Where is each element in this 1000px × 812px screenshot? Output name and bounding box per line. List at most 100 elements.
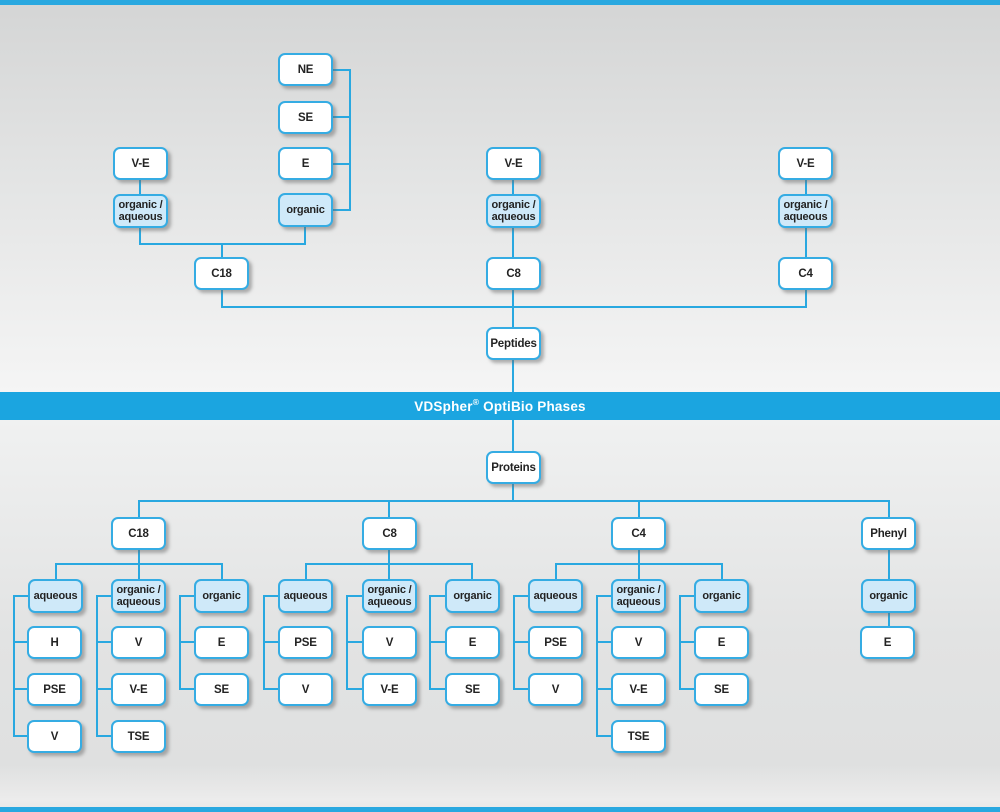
connector-line: [346, 688, 364, 690]
connector-line: [513, 595, 530, 597]
connector-line: [221, 288, 223, 308]
node-pep-c18-organic: organic: [278, 193, 333, 227]
connector-line: [96, 641, 113, 643]
banner-title-rest: OptiBio Phases: [483, 398, 586, 414]
connector-line: [805, 178, 807, 196]
connector-line: [638, 563, 640, 581]
connector-line: [555, 563, 557, 581]
connector-line: [263, 641, 280, 643]
node-pro-c4-orgaq-ve: V-E: [611, 673, 666, 706]
node-pep-c18-orgaq: organic / aqueous: [113, 194, 168, 228]
connector-line: [429, 688, 447, 690]
node-pro-c4-aqueous-v: V: [528, 673, 583, 706]
connector-line: [96, 688, 113, 690]
connector-line: [13, 595, 15, 737]
node-pep-c18-organic-e: E: [278, 147, 333, 180]
connector-line: [13, 595, 30, 597]
connector-line: [138, 563, 140, 581]
node-pro-c18: C18: [111, 517, 166, 550]
connector-line: [221, 243, 223, 258]
connector-line: [332, 116, 351, 118]
connector-line: [888, 612, 890, 626]
connector-line: [179, 641, 196, 643]
connector-line: [138, 548, 140, 565]
background-bottom-gradient: [0, 420, 1000, 812]
connector-line: [138, 500, 890, 502]
connector-line: [679, 641, 696, 643]
node-pep-c18-organic-se: SE: [278, 101, 333, 134]
connector-line: [429, 641, 447, 643]
node-pro-c8-organic-e: E: [445, 626, 500, 659]
node-pro-c4-orgaq: organic / aqueous: [611, 579, 666, 613]
node-pep-c8-orgaq-ve: V-E: [486, 147, 541, 180]
connector-line: [596, 735, 613, 737]
node-pro-c8-aqueous: aqueous: [278, 579, 333, 613]
node-pep-c4: C4: [778, 257, 833, 290]
connector-line: [96, 595, 98, 737]
node-pep-c18: C18: [194, 257, 249, 290]
node-pro-c4-orgaq-tse: TSE: [611, 720, 666, 753]
node-pro-c4-orgaq-v: V: [611, 626, 666, 659]
connector-line: [139, 226, 141, 245]
connector-line: [96, 735, 113, 737]
node-pep-c4-orgaq: organic / aqueous: [778, 194, 833, 228]
node-peptides: Peptides: [486, 327, 541, 360]
connector-line: [305, 563, 307, 581]
connector-line: [805, 226, 807, 259]
node-pro-c18-organic: organic: [194, 579, 249, 613]
node-proteins: Proteins: [486, 451, 541, 484]
banner: VDSpher®OptiBio Phases: [0, 392, 1000, 420]
node-pro-c18-aqueous-v: V: [27, 720, 82, 753]
connector-line: [679, 688, 696, 690]
connector-line: [221, 563, 223, 581]
node-pep-c8-orgaq: organic / aqueous: [486, 194, 541, 228]
connector-line: [221, 306, 807, 308]
connector-line: [471, 563, 473, 581]
banner-brand: VDSpher: [414, 398, 473, 414]
node-pro-c18-orgaq-tse: TSE: [111, 720, 166, 753]
node-pep-c18-organic-ne: NE: [278, 53, 333, 86]
connector-line: [512, 226, 514, 259]
node-pro-c18-organic-se: SE: [194, 673, 249, 706]
connector-line: [332, 69, 351, 71]
node-pro-c8-organic: organic: [445, 579, 500, 613]
node-pro-c4-organic-e: E: [694, 626, 749, 659]
connector-line: [596, 688, 613, 690]
node-pro-c18-aqueous-pse: PSE: [27, 673, 82, 706]
connector-line: [139, 178, 141, 196]
node-pro-c8-orgaq-ve: V-E: [362, 673, 417, 706]
node-pro-c8-organic-se: SE: [445, 673, 500, 706]
node-pro-phenyl: Phenyl: [861, 517, 916, 550]
connector-line: [429, 595, 447, 597]
node-pro-c18-orgaq-ve: V-E: [111, 673, 166, 706]
connector-line: [513, 641, 530, 643]
node-pro-c8: C8: [362, 517, 417, 550]
node-pep-c18-orgaq-ve: V-E: [113, 147, 168, 180]
connector-line: [638, 500, 640, 519]
node-pro-c4-organic-se: SE: [694, 673, 749, 706]
connector-line: [96, 595, 113, 597]
connector-line: [388, 500, 390, 519]
connector-line: [721, 563, 723, 581]
connector-line: [13, 688, 29, 690]
connector-line: [304, 225, 306, 245]
connector-line: [388, 548, 390, 565]
connector-line: [179, 688, 196, 690]
node-pro-c4-organic: organic: [694, 579, 749, 613]
node-pro-c18-aqueous: aqueous: [28, 579, 83, 613]
connector-line: [596, 595, 613, 597]
node-pro-c4-aqueous-pse: PSE: [528, 626, 583, 659]
connector-line: [13, 735, 29, 737]
node-pro-c8-aqueous-pse: PSE: [278, 626, 333, 659]
node-pro-c8-orgaq-v: V: [362, 626, 417, 659]
connector-line: [888, 500, 890, 519]
connector-line: [332, 209, 351, 211]
node-pro-c18-aqueous-h: H: [27, 626, 82, 659]
connector-line: [346, 641, 364, 643]
node-pro-c18-orgaq: organic / aqueous: [111, 579, 166, 613]
connector-line: [138, 500, 140, 519]
connector-line: [679, 595, 696, 597]
node-pep-c8: C8: [486, 257, 541, 290]
connector-line: [13, 641, 29, 643]
